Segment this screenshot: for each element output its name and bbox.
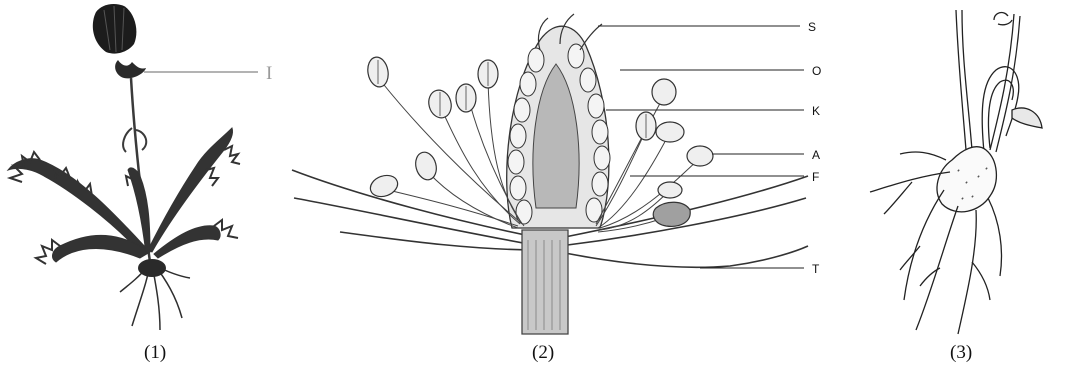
sheath-leaf (1012, 108, 1042, 128)
label-o: O (812, 64, 821, 78)
caption-2: (2) (532, 342, 554, 363)
callout-label-i: I (266, 63, 272, 84)
label-k: K (812, 104, 820, 118)
panel-3-tuber (870, 10, 1042, 334)
tuber (937, 147, 996, 212)
shoot-left (956, 10, 972, 150)
panel-2-flower-section: S O K A F T (2) (292, 14, 821, 363)
label-f: F (812, 170, 819, 184)
panel-1-whole-plant: I (1) (8, 4, 272, 363)
label-s: S (808, 20, 816, 34)
label-a: A (812, 148, 820, 162)
root-crown (138, 259, 166, 277)
label-t: T (812, 262, 820, 276)
involucre (115, 60, 146, 78)
caption-1: (1) (144, 342, 166, 363)
bud-detail (994, 13, 1012, 25)
caption-3: (3) (950, 342, 972, 363)
shoot-right (990, 14, 1020, 152)
receptacle (522, 230, 568, 334)
